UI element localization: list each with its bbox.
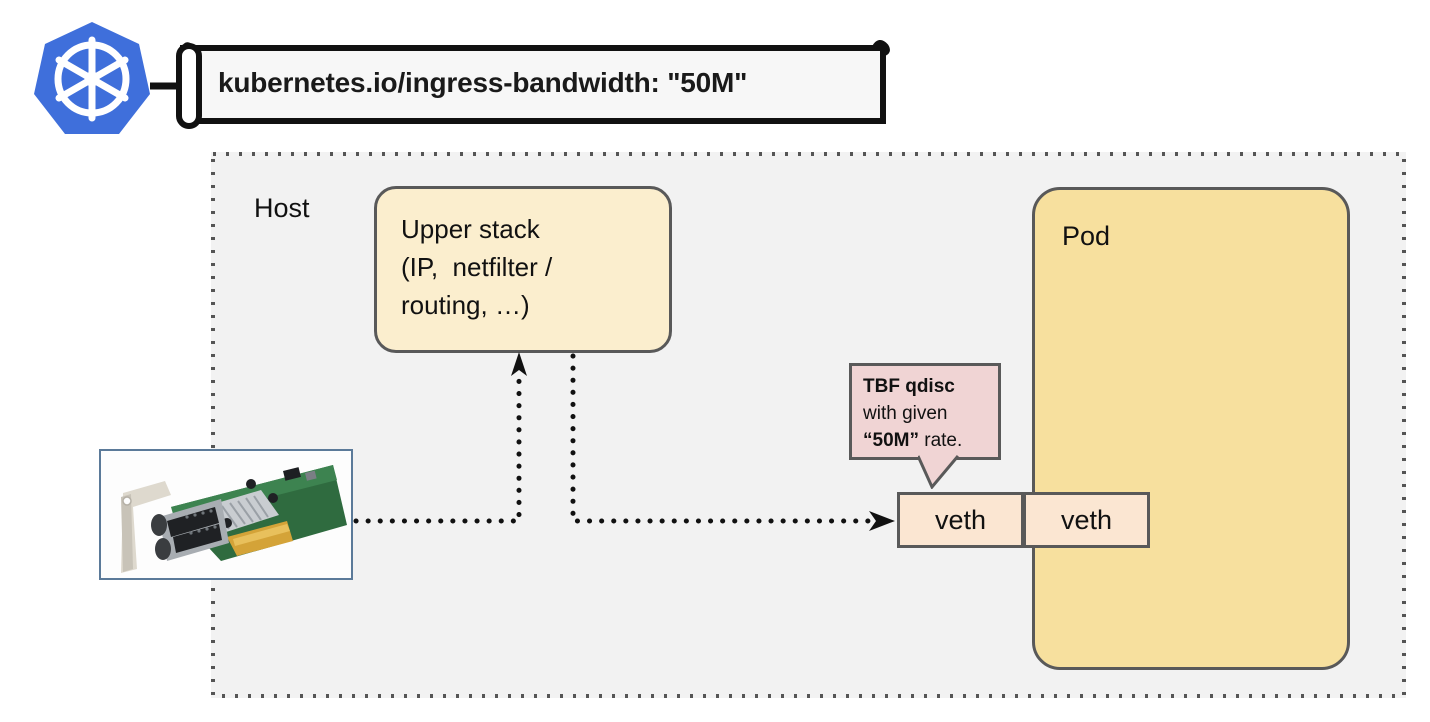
annotation-scroll-banner: kubernetes.io/ingress-bandwidth: "50M" (150, 26, 895, 138)
tbf-qdisc-callout: TBF qdisc with given “50M” rate. (849, 363, 1001, 460)
tbf-callout-bold-title: TBF qdisc (863, 376, 955, 397)
host-dotted-border (211, 152, 1406, 698)
network-interface-card-icon (101, 451, 351, 578)
ingress-bandwidth-annotation-text: kubernetes.io/ingress-bandwidth: "50M" (218, 67, 748, 98)
host-label: Host (254, 193, 310, 223)
tbf-callout-line3-tail: rate. (918, 430, 963, 451)
veth-host-side: veth (897, 492, 1024, 548)
upper-stack-line-2: (IP, netfilter / (401, 252, 553, 282)
upper-stack-line-1: Upper stack (401, 214, 540, 244)
upper-stack-text: Upper stack (IP, netfilter / routing, …) (401, 210, 552, 324)
kubernetes-logo-icon (33, 18, 151, 138)
pod-label: Pod (1062, 221, 1111, 251)
tbf-callout-bold-rate: “50M” (863, 430, 919, 451)
upper-stack-box: Upper stack (IP, netfilter / routing, …) (374, 186, 672, 353)
tbf-qdisc-callout-text: TBF qdisc with given “50M” rate. (863, 373, 962, 454)
upper-stack-line-3: routing, …) (401, 290, 530, 320)
veth-pod-side: veth (1023, 492, 1150, 548)
pod-container (1032, 187, 1350, 670)
tbf-callout-tail (918, 455, 960, 489)
tbf-callout-line2: with given (863, 403, 948, 424)
nic-image-frame (99, 449, 353, 580)
